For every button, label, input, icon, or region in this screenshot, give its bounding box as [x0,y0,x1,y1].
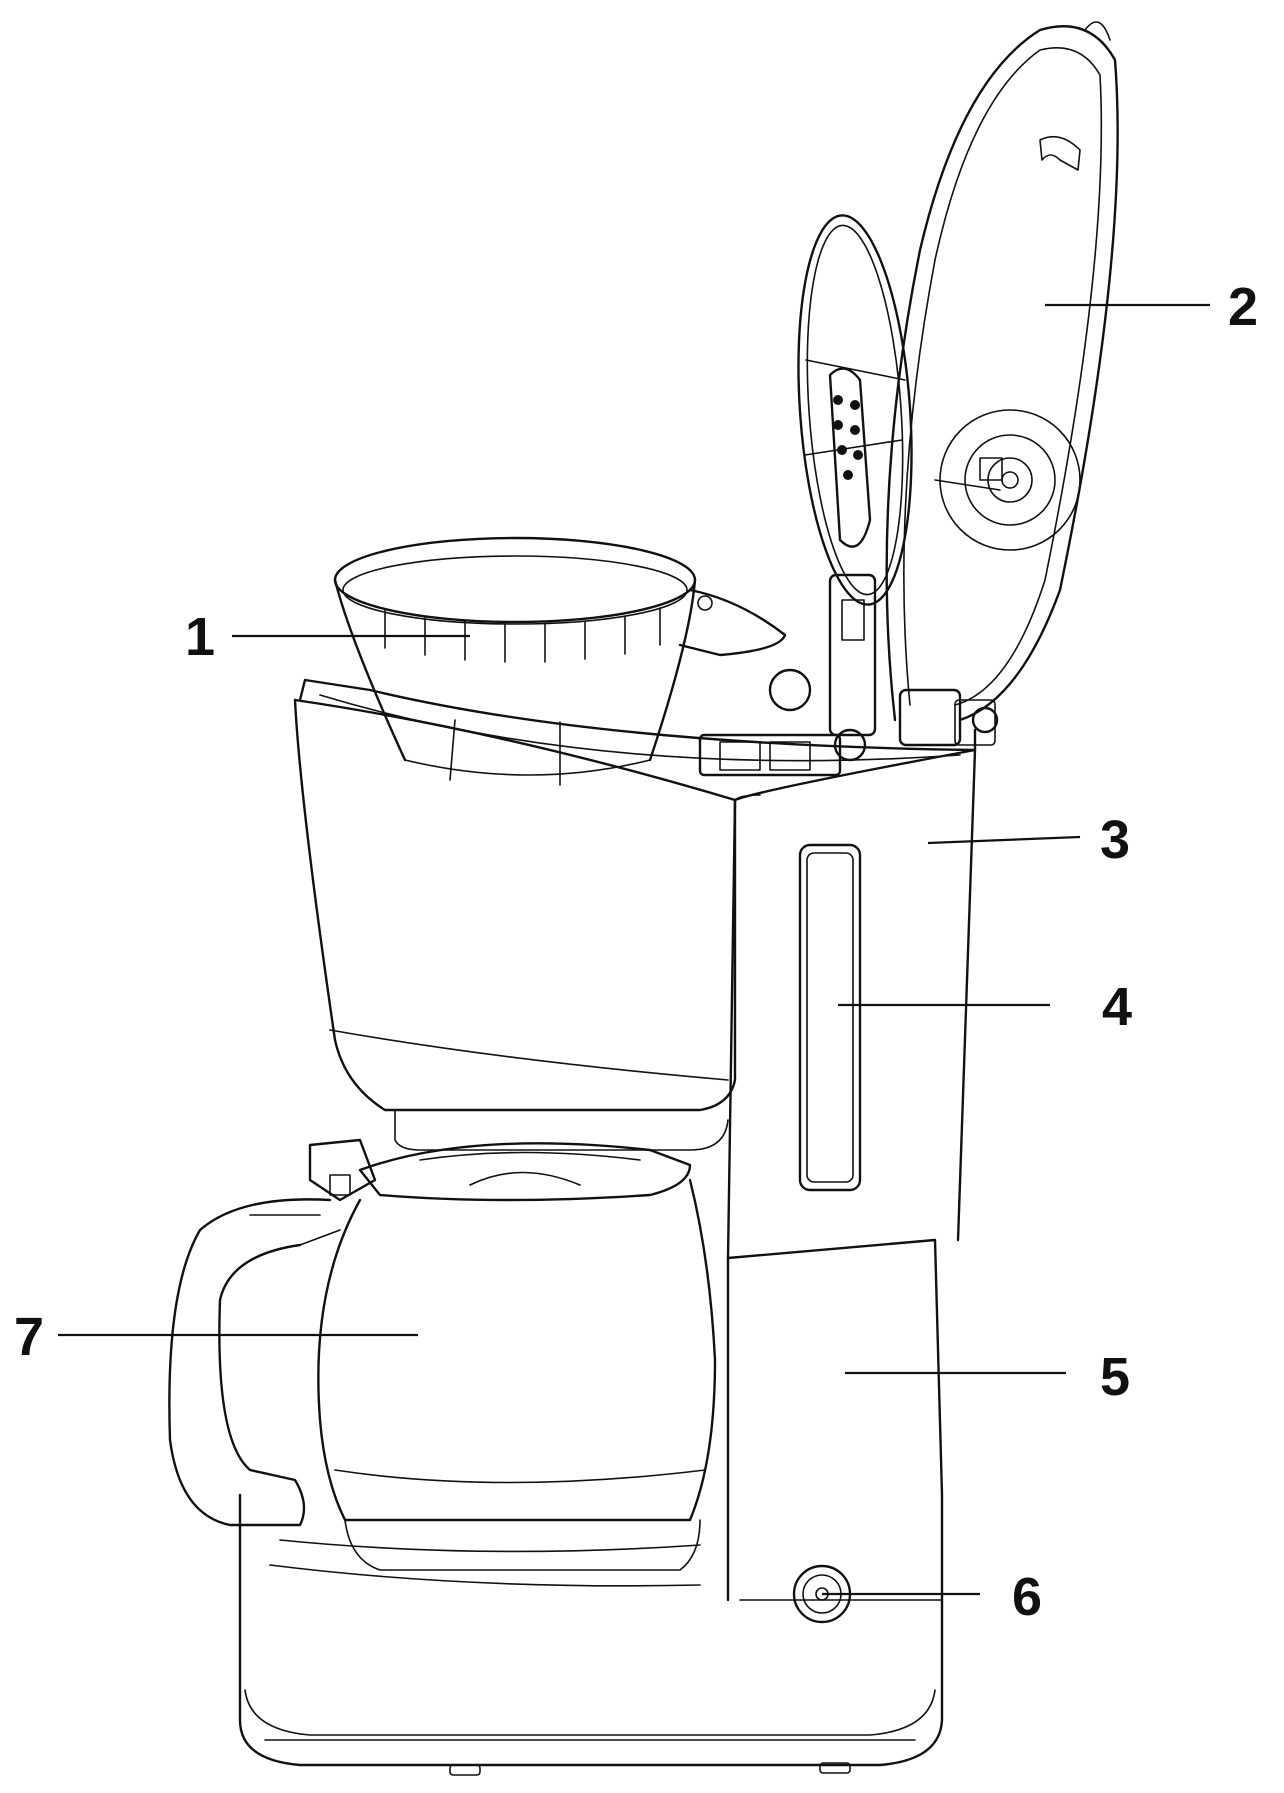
leader-lines [58,303,1210,1596]
water-level-window [798,843,862,1192]
lower-column [726,1238,944,1602]
open-lid [885,21,1119,722]
callout-2: 2 [1228,277,1258,337]
base-housing [238,1493,944,1776]
filter-basket [333,536,787,786]
hinge-assembly [698,573,999,777]
carafe [168,1138,717,1587]
shower-head [797,214,913,606]
callout-5: 5 [1100,1347,1130,1407]
leader-line-3 [927,835,1081,845]
callout-labels: 1 2 3 4 5 6 7 [14,277,1258,1627]
callout-1: 1 [185,607,215,667]
callout-4: 4 [1102,977,1132,1037]
callout-7: 7 [14,1307,44,1367]
callout-3: 3 [1100,810,1130,870]
callout-6: 6 [1012,1567,1042,1627]
filter-housing [293,678,977,1151]
